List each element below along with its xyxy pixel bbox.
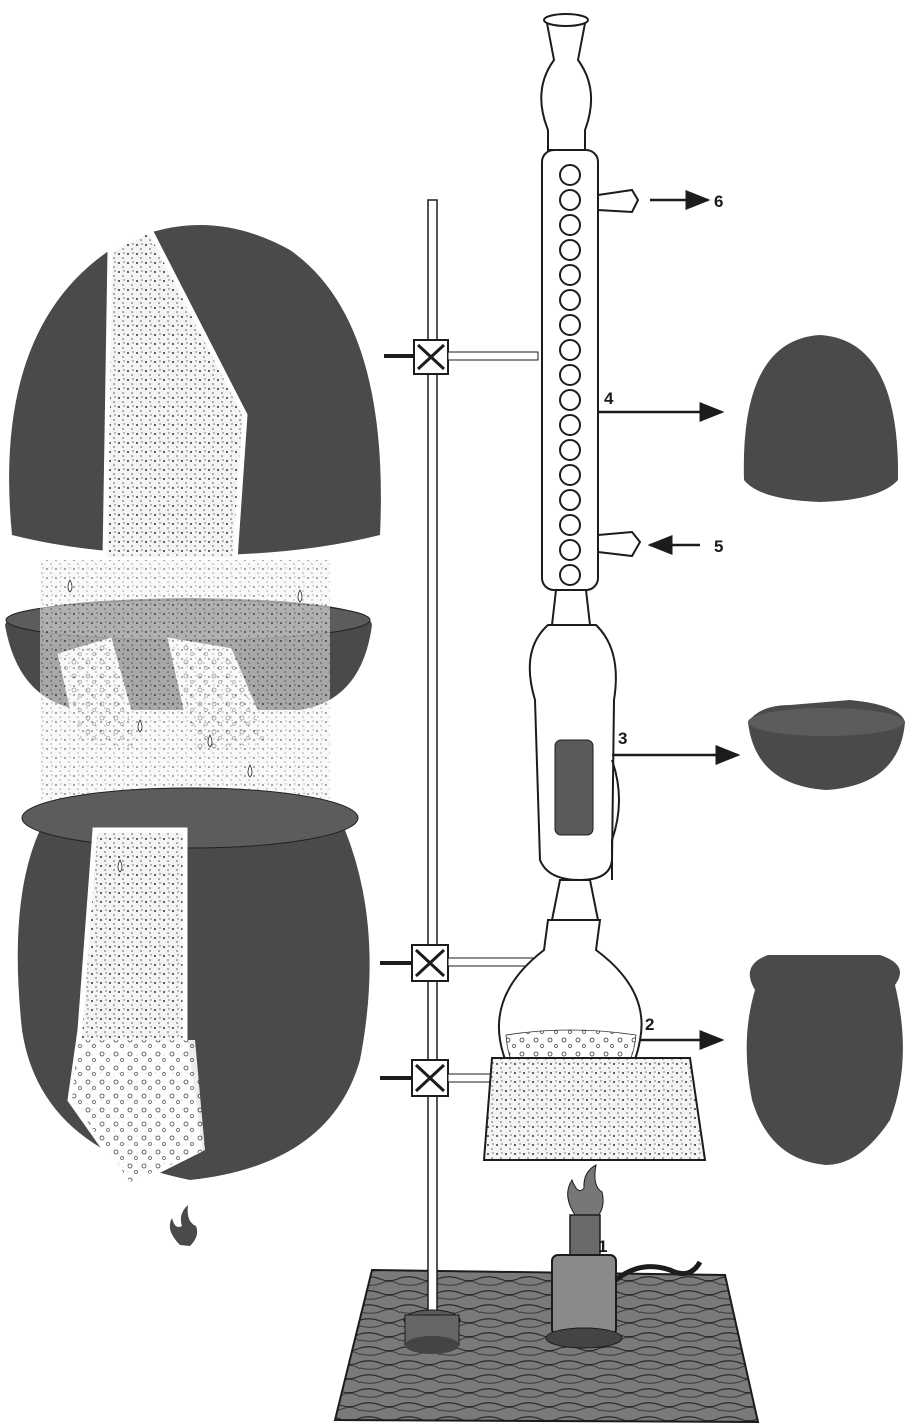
label-6: 6 bbox=[714, 192, 723, 211]
soxhlet-extractor bbox=[530, 625, 619, 920]
flame-icon bbox=[170, 1205, 197, 1246]
pot-rim bbox=[22, 788, 358, 848]
burner-flame bbox=[568, 1165, 603, 1218]
clamp-lower bbox=[380, 1060, 498, 1096]
extraction-thimble bbox=[555, 740, 593, 835]
label-1: 1 bbox=[598, 1237, 607, 1256]
wire-gauze bbox=[484, 1058, 705, 1160]
dome-silhouette bbox=[744, 335, 898, 502]
clamp-upper bbox=[384, 340, 538, 374]
cutaway-assembly bbox=[5, 225, 381, 1246]
vapor-spray bbox=[40, 560, 330, 800]
reflux-condenser bbox=[541, 14, 640, 625]
label-2: 2 bbox=[645, 1015, 654, 1034]
label-arrows bbox=[598, 200, 738, 1040]
pot-silhouette bbox=[747, 955, 903, 1165]
label-5: 5 bbox=[714, 537, 723, 556]
base-board bbox=[335, 1270, 758, 1422]
label-4: 4 bbox=[604, 389, 614, 408]
vessel-silhouettes bbox=[744, 335, 905, 1165]
label-3: 3 bbox=[618, 729, 627, 748]
apparatus: 1 2 3 4 5 6 bbox=[335, 14, 758, 1422]
